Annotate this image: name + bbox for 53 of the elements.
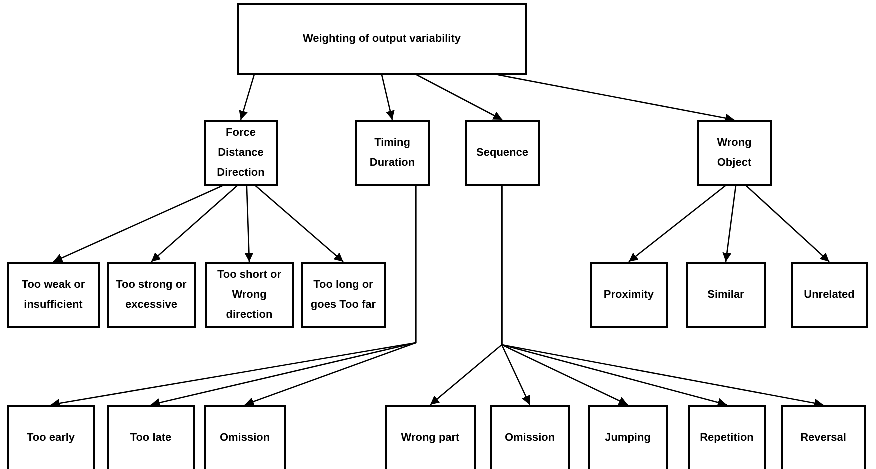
box-label: Reversal bbox=[800, 431, 846, 446]
box-label: Timing Duration bbox=[368, 136, 416, 171]
category-box bbox=[237, 3, 527, 75]
box-label: Wrong part bbox=[401, 431, 460, 446]
arrow bbox=[151, 186, 238, 262]
arrow bbox=[255, 186, 344, 262]
category-box bbox=[205, 262, 294, 328]
category-box bbox=[204, 120, 278, 186]
category-box bbox=[301, 262, 386, 328]
box-label: Too strong or excessive bbox=[115, 278, 188, 313]
category-box bbox=[355, 120, 430, 186]
box-label: Too early bbox=[26, 431, 76, 446]
arrow bbox=[244, 186, 417, 406]
category-box bbox=[590, 262, 668, 328]
category-box bbox=[385, 405, 476, 469]
category-box bbox=[688, 405, 766, 469]
arrow bbox=[416, 74, 503, 121]
category-box bbox=[781, 405, 866, 469]
category-box bbox=[107, 262, 196, 328]
box-label: Jumping bbox=[605, 431, 651, 446]
arrow bbox=[381, 74, 395, 120]
box-label: Unrelated bbox=[804, 288, 855, 303]
category-box bbox=[686, 262, 766, 328]
box-label: Repetition bbox=[700, 431, 754, 446]
arrow bbox=[239, 74, 256, 120]
arrow bbox=[244, 186, 254, 262]
box-label: Too long or goes Too far bbox=[310, 278, 378, 313]
arrow bbox=[722, 186, 737, 262]
box-label: Omission bbox=[220, 431, 270, 446]
arrow bbox=[501, 186, 824, 408]
box-label: Too weak or insufficient bbox=[20, 278, 86, 313]
category-box bbox=[204, 405, 286, 469]
box-label: Wrong Object bbox=[716, 136, 753, 171]
box-label: Omission bbox=[504, 431, 556, 446]
category-box bbox=[7, 262, 100, 328]
arrow bbox=[746, 186, 830, 262]
arrow bbox=[498, 74, 735, 123]
box-label: Too short or Wrong direction bbox=[216, 268, 282, 323]
box-label: Similar bbox=[708, 288, 744, 303]
box-label: Too late bbox=[130, 431, 172, 446]
category-box bbox=[7, 405, 95, 469]
box-label: Sequence bbox=[476, 146, 528, 161]
category-box bbox=[465, 120, 540, 186]
arrow bbox=[53, 185, 223, 263]
category-box bbox=[791, 262, 868, 328]
box-label: Force Distance Direction bbox=[216, 126, 266, 181]
category-box bbox=[697, 120, 772, 186]
category-box bbox=[490, 405, 570, 469]
box-label: Weighting of output variability bbox=[302, 32, 462, 47]
category-box bbox=[588, 405, 668, 469]
box-label: Proximity bbox=[604, 288, 654, 303]
category-box bbox=[107, 405, 195, 469]
arrow bbox=[628, 185, 726, 263]
